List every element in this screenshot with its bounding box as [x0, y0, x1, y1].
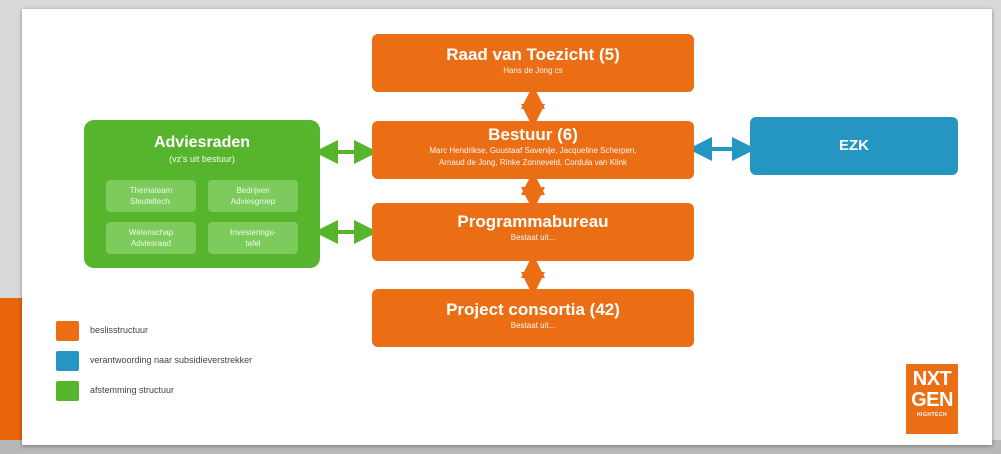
nxtgen-logo: NXT GEN HIGHTECH [906, 364, 958, 434]
bestuur-members-line2: Arnaud de Jong, Rinke Zonneveld, Cordula… [438, 158, 628, 167]
themateam-line2: Sleuteltech. [130, 197, 172, 206]
bedrijven-line2: Adviesgroep [230, 197, 276, 206]
raad-sub: Hans de Jong cs [503, 66, 563, 75]
slide: Raad van Toezicht (5) Hans de Jong cs Be… [22, 9, 992, 445]
investeringstafel-line1: Investerings- [230, 228, 276, 237]
investeringstafel-line2: tafel [245, 239, 261, 248]
bedrijven-line1: Bedrijven [236, 186, 270, 195]
ezk-title: EZK [839, 137, 869, 154]
legend-label-afstemming: afstemming structuur [90, 385, 175, 395]
adviesraden-title: Adviesraden [153, 134, 251, 151]
legend-item-verantwoording: verantwoording naar subsidieverstrekker [56, 351, 386, 371]
legend-swatch-orange [56, 321, 79, 341]
legend-item-afstemming: afstemming structuur [56, 381, 386, 401]
legend-label-beslisstructuur: beslisstructuur [90, 325, 149, 335]
themateam-line1: Themateam [129, 186, 173, 195]
programmabureau-title: Programmabureau [457, 212, 609, 231]
project-sub: Bestaat uit... [510, 321, 556, 330]
programmabureau-box: Programmabureau Bestaat uit... [372, 203, 694, 261]
bestuur-members-line1: Marc Hendrikse, Guustaaf Savenije, Jacqu… [429, 146, 637, 155]
logo-line3: HIGHTECH [916, 412, 948, 418]
legend-swatch-green [56, 381, 79, 401]
logo-line2: GEN [911, 389, 953, 411]
raad-title: Raad van Toezicht (5) [446, 45, 620, 64]
bestuur-title: Bestuur (6) [488, 125, 578, 144]
legend-label-verantwoording: verantwoording naar subsidieverstrekker [90, 355, 253, 365]
bestuur-box: Bestuur (6) Marc Hendrikse, Guustaaf Sav… [372, 121, 694, 179]
adviesraden-sub: (vz's uit bestuur) [169, 154, 235, 164]
wetenschap-line2: Adviesraad [130, 239, 171, 248]
adviesraden-box: Adviesraden (vz's uit bestuur) Themateam… [84, 120, 320, 268]
project-title: Project consortia (42) [446, 300, 620, 319]
logo-line1: NXT [912, 368, 952, 390]
project-consortia-box: Project consortia (42) Bestaat uit... [372, 289, 694, 347]
wetenschap-line1: Wetenschap [128, 228, 174, 237]
raad-van-toezicht-box: Raad van Toezicht (5) Hans de Jong cs [372, 34, 694, 92]
legend-item-beslisstructuur: beslisstructuur [56, 321, 386, 341]
legend-swatch-blue [56, 351, 79, 371]
investeringstafel-box: Investerings-tafel [208, 222, 298, 254]
programmabureau-sub: Bestaat uit... [510, 233, 556, 242]
ezk-box: EZK [750, 117, 958, 175]
